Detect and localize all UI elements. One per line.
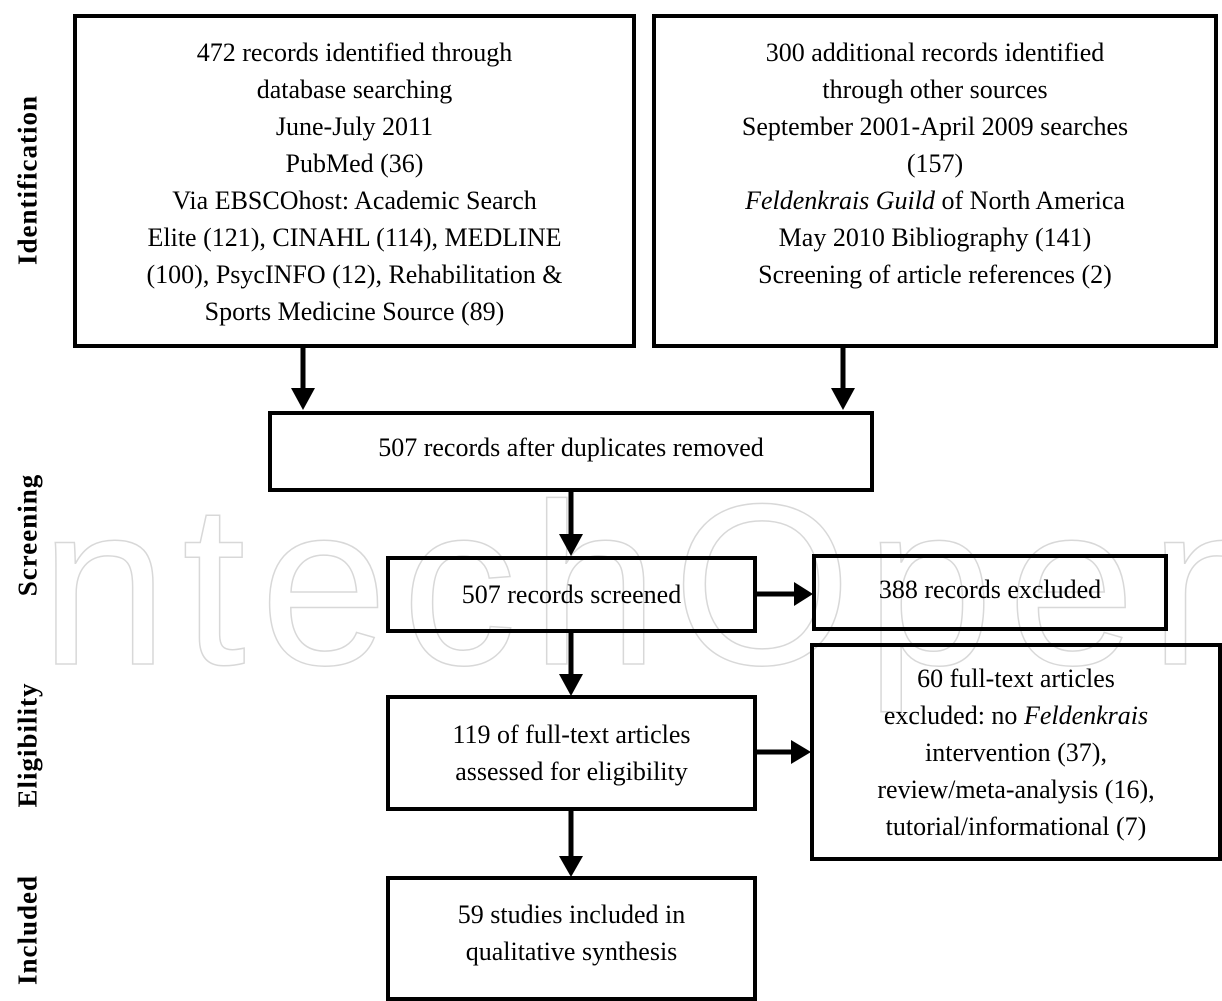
records-excluded-box: 388 records excluded bbox=[812, 554, 1168, 631]
fulltext-excluded-line: intervention (37), bbox=[925, 737, 1107, 767]
fulltext-assessed-line: assessed for eligibility bbox=[455, 757, 688, 786]
other-sources-line: (157) bbox=[906, 149, 964, 178]
database-search-line: PubMed (36) bbox=[285, 149, 424, 178]
arrowhead-fulltext-excluded bbox=[791, 740, 811, 764]
duplicates-removed-box: 507 records after duplicates removed bbox=[268, 411, 874, 492]
feldenkrais-guild-italic: Feldenkrais Guild bbox=[745, 186, 936, 215]
other-sources-box: 300 additional records identified throug… bbox=[652, 14, 1218, 348]
fulltext-excluded-line: review/meta-analysis (16), bbox=[877, 774, 1155, 804]
records-excluded-text: 388 records excluded bbox=[878, 575, 1102, 604]
included-studies-line: qualitative synthesis bbox=[465, 937, 678, 966]
database-search-line: (100), PsycINFO (12), Rehabilitation & bbox=[146, 260, 563, 289]
database-search-line: Sports Medicine Source (89) bbox=[204, 297, 505, 326]
fulltext-excluded-box: 60 full-text articles excluded: no Felde… bbox=[810, 643, 1222, 861]
other-sources-line5-rest: of North America bbox=[935, 186, 1125, 215]
duplicates-removed-text: 507 records after duplicates removed bbox=[378, 433, 764, 462]
arrowhead-duplicates bbox=[559, 534, 583, 556]
arrowhead-database bbox=[291, 388, 315, 410]
database-search-box: 472 records identified through database … bbox=[73, 14, 636, 348]
records-screened-box: 507 records screened bbox=[386, 556, 757, 633]
arrowhead-screened bbox=[559, 674, 583, 696]
fulltext-excluded-line: 60 full-text articles bbox=[917, 663, 1115, 693]
database-search-line: Elite (121), CINAHL (114), MEDLINE bbox=[147, 223, 562, 252]
arrowhead-other bbox=[831, 388, 855, 410]
other-sources-line: September 2001-April 2009 searches bbox=[741, 112, 1129, 141]
other-sources-line: Feldenkrais Guild of North America bbox=[745, 182, 1125, 219]
other-sources-line: through other sources bbox=[822, 75, 1048, 104]
fulltext-assessed-box: 119 of full-text articles assessed for e… bbox=[386, 695, 757, 811]
arrowhead-included bbox=[559, 856, 583, 877]
included-studies-line: 59 studies included in bbox=[457, 900, 686, 929]
fulltext-excluded-line: excluded: no Feldenkrais bbox=[884, 697, 1148, 734]
fulltext-excluded-line2-pre: excluded: no bbox=[883, 700, 1024, 730]
other-sources-line: Screening of article references (2) bbox=[758, 260, 1112, 289]
fulltext-excluded-line: tutorial/informational (7) bbox=[885, 811, 1147, 841]
feldenkrais-italic: Feldenkrais bbox=[1023, 700, 1149, 730]
database-search-line: database searching bbox=[256, 75, 453, 104]
other-sources-line: 300 additional records identified bbox=[765, 38, 1105, 67]
other-sources-line: May 2010 Bibliography (141) bbox=[778, 223, 1092, 252]
included-studies-box: 59 studies included in qualitative synth… bbox=[386, 876, 757, 1001]
arrowhead-excluded bbox=[794, 582, 813, 606]
watermark: ntechOpen bbox=[39, 456, 1222, 713]
database-search-line: June-July 2011 bbox=[275, 112, 434, 141]
records-screened-text: 507 records screened bbox=[461, 580, 682, 609]
fulltext-assessed-line: 119 of full-text articles bbox=[452, 720, 691, 749]
database-search-line: 472 records identified through bbox=[196, 38, 513, 67]
database-search-line: Via EBSCOhost: Academic Search bbox=[172, 186, 537, 215]
